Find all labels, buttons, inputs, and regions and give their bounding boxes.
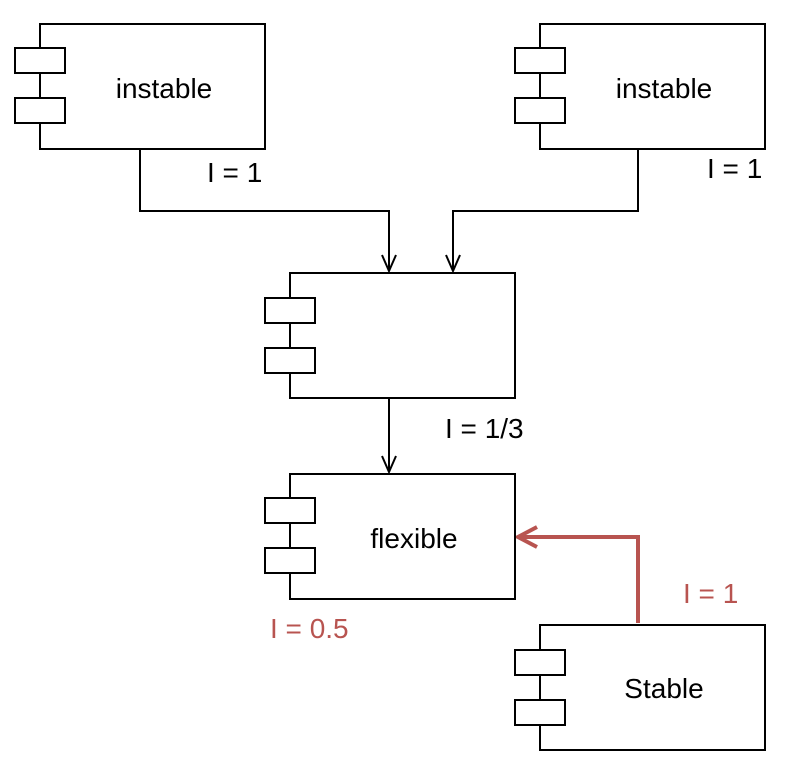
component-tab-upper [264, 297, 316, 324]
component-tab-upper [14, 47, 66, 74]
edge-top-left-to-middle [139, 149, 397, 274]
highlight-edge-line [520, 535, 640, 623]
highlight-edge-arrowhead [513, 525, 538, 549]
metric-label-stable: I = 1 [683, 578, 738, 609]
component-label: flexible [370, 523, 457, 554]
component-tab-upper [514, 47, 566, 74]
metric-label-middle: I = 1/3 [445, 413, 524, 444]
component-tab-upper [514, 649, 566, 676]
component-tab-lower [264, 547, 316, 574]
metric-label-top-left: I = 1 [207, 157, 262, 188]
component-tab-lower [264, 347, 316, 374]
component-top-left[interactable]: instable [14, 23, 266, 150]
edge-middle-to-flexible [381, 398, 397, 475]
metric-label-flexible: I = 0.5 [270, 613, 349, 644]
component-tab-lower [514, 97, 566, 124]
component-middle[interactable] [264, 272, 516, 399]
edge-top-right-to-middle [445, 149, 639, 274]
component-top-right[interactable]: instable [514, 23, 766, 150]
component-label: instable [616, 73, 713, 104]
component-flexible[interactable]: flexible [264, 473, 516, 600]
component-tab-lower [14, 97, 66, 124]
edge-stable-to-flexible [513, 525, 640, 623]
component-label: instable [116, 73, 213, 104]
component-stable[interactable]: Stable [514, 624, 766, 751]
metric-label-top-right: I = 1 [707, 153, 762, 184]
component-tab-upper [264, 497, 316, 524]
component-tab-lower [514, 699, 566, 726]
component-label: Stable [624, 673, 703, 704]
